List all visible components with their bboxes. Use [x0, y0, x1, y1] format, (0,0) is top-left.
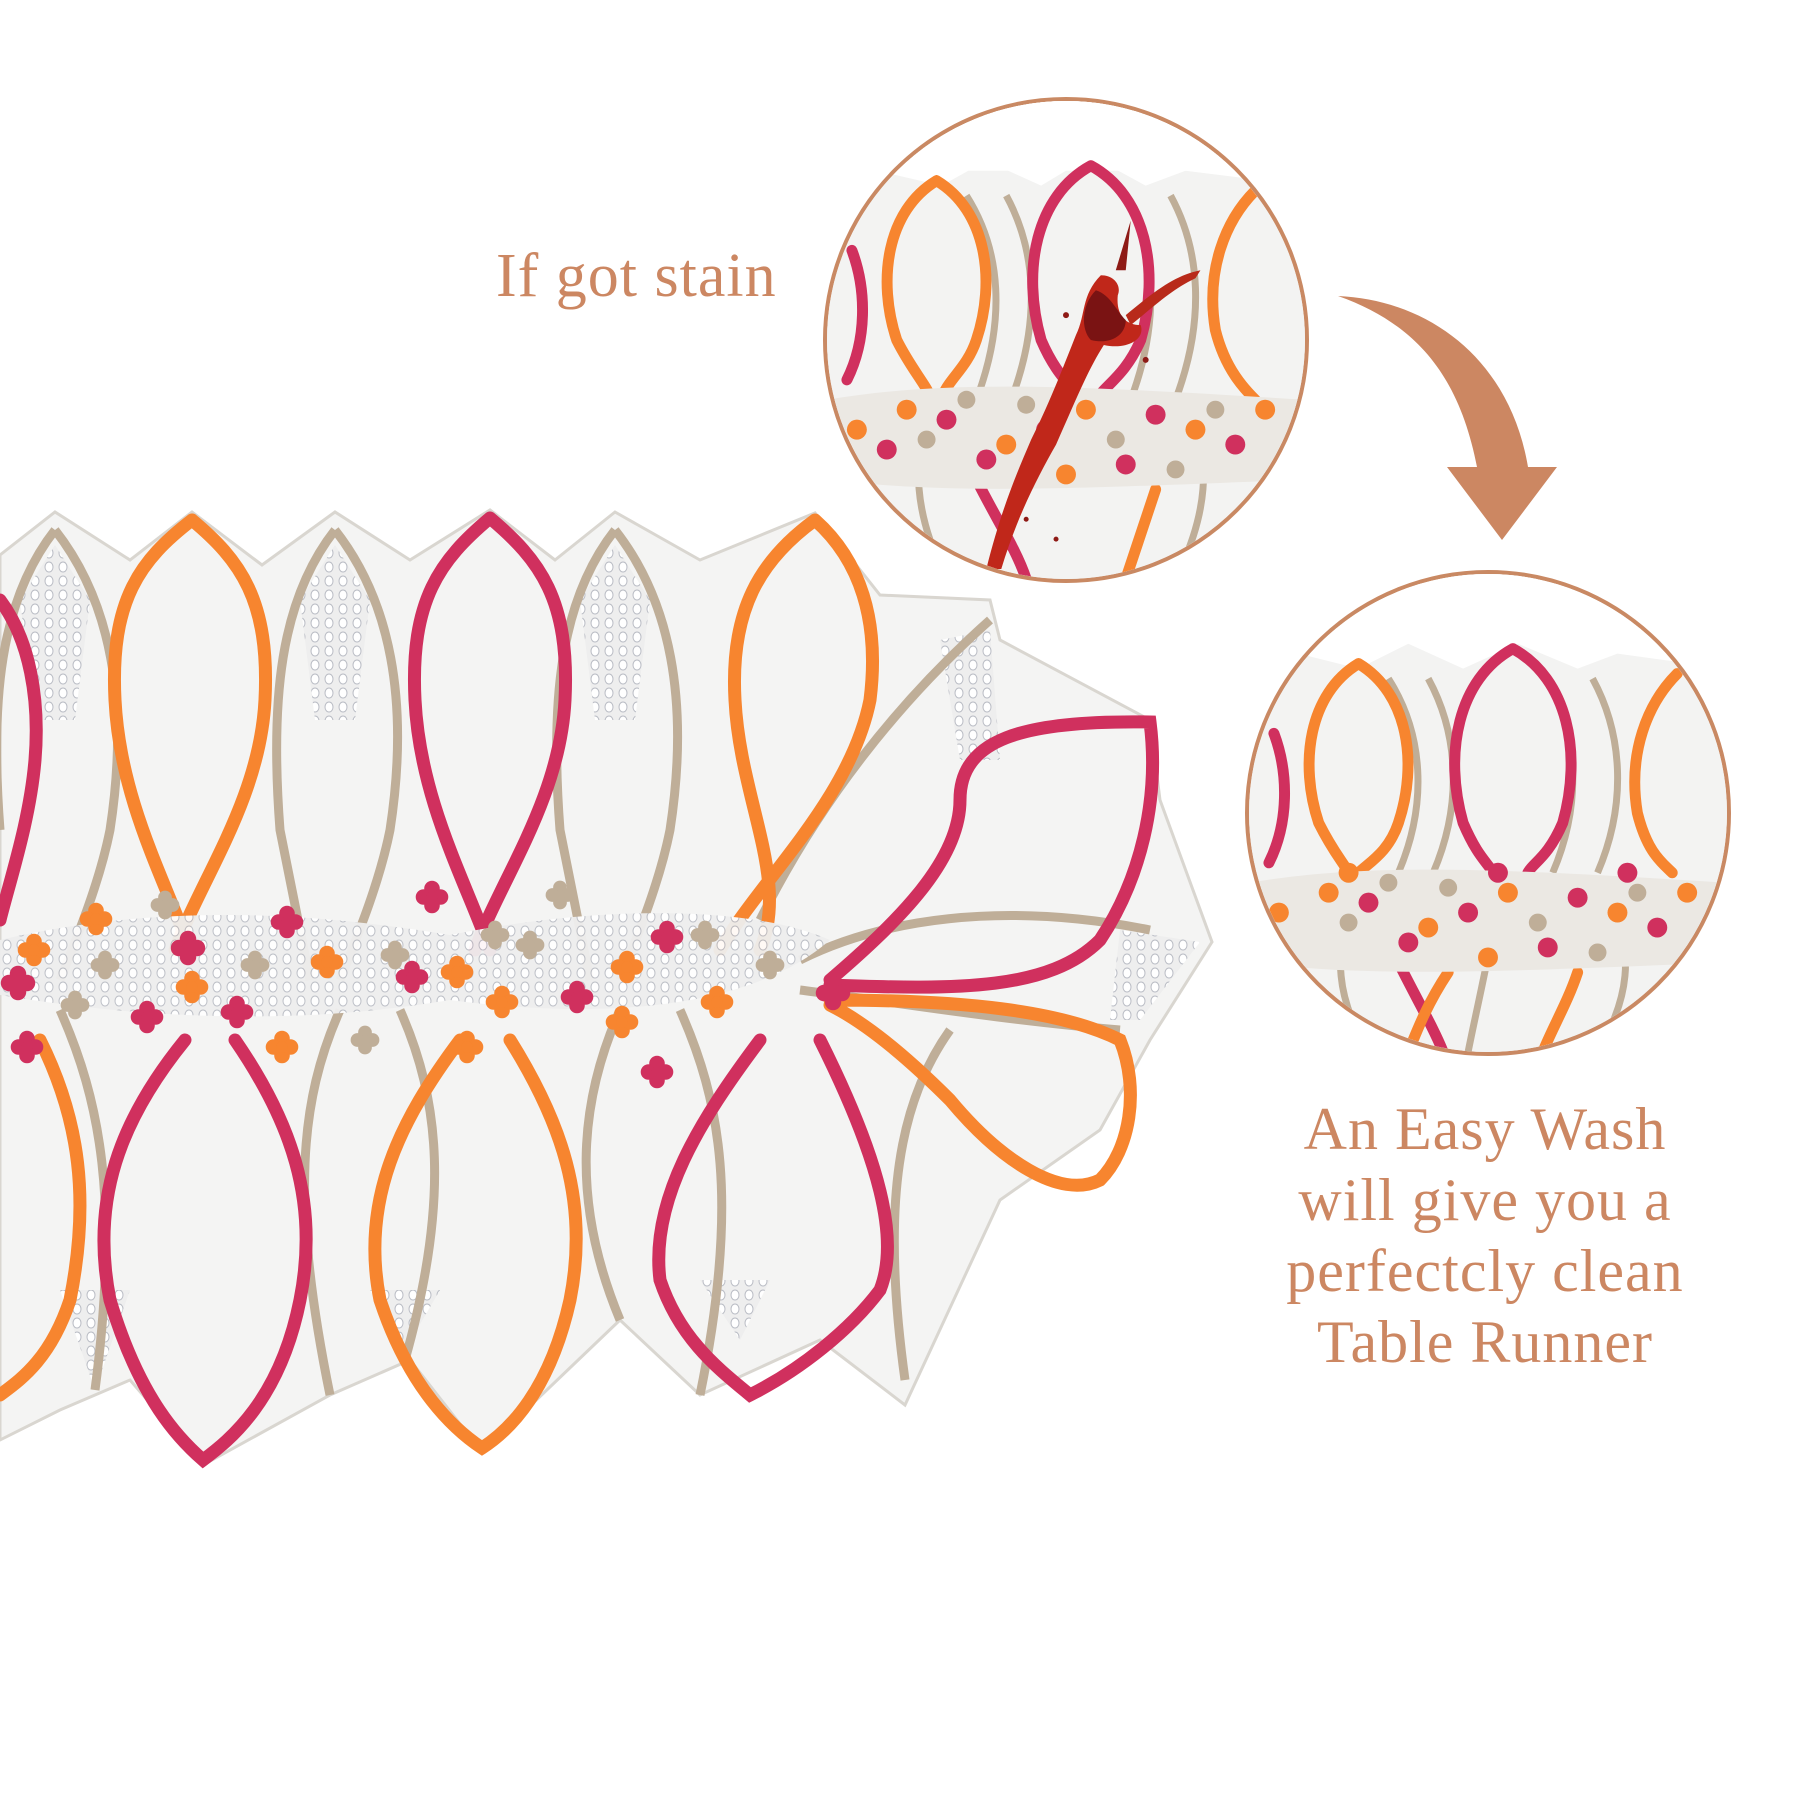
stained-fabric-closeup: [823, 97, 1309, 583]
wash-caption-line-3: perfectcly clean: [1286, 1238, 1684, 1304]
stain-caption: If got stain: [496, 242, 777, 310]
wash-caption-line-1: An Easy Wash: [1303, 1096, 1667, 1162]
wash-caption-line-4: Table Runner: [1316, 1309, 1654, 1375]
clean-fabric-closeup: [1245, 570, 1731, 1056]
wash-caption-line-2: will give you a: [1298, 1167, 1672, 1233]
stain-splatter: [986, 220, 1201, 570]
wash-caption: An Easy Wash will give you a perfectcly …: [1250, 1094, 1720, 1378]
